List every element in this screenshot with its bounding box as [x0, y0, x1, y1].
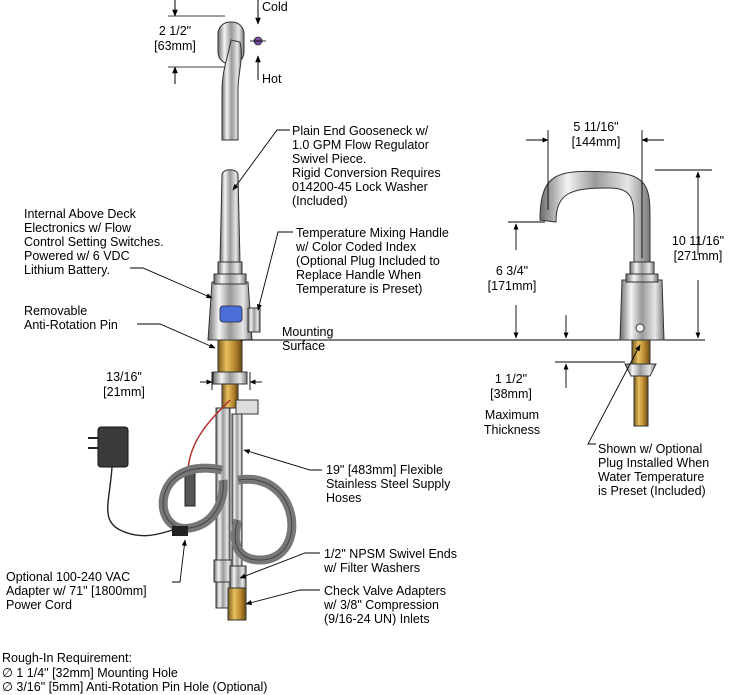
height-dimension: 10 11/16" [271mm] — [671, 234, 725, 263]
hot-label: Hot — [262, 72, 282, 86]
side-faucet — [539, 170, 665, 427]
check-valve-callout: Check Valve Adapters w/ 3/8" Compression… — [324, 584, 447, 626]
thickness-label: Maximum Thickness — [483, 408, 541, 437]
side-dimensions — [508, 130, 712, 445]
electronics-callout: Internal Above Deck Electronics w/ Flow … — [24, 207, 164, 277]
rough-in-pin-hole: ∅ 3/16" [5mm] Anti-Rotation Pin Hole (Op… — [2, 680, 268, 694]
swivel-ends-callout: 1/2" NPSM Swivel Ends w/ Filter Washers — [324, 547, 457, 575]
shank-dimension: 13/16" [21mm] — [103, 370, 145, 399]
mixing-handle-callout: Temperature Mixing Handle w/ Color Coded… — [296, 226, 449, 296]
rough-in-mounting-hole: ∅ 1 1/4" [32mm] Mounting Hole — [2, 666, 178, 680]
spout-height-dimension: 6 3/4" [171mm] — [487, 264, 537, 293]
mounting-surface-label: Mounting Surface — [282, 325, 334, 353]
anti-rotation-callout: Removable Anti-Rotation Pin — [24, 304, 118, 332]
gooseneck-callout: Plain End Gooseneck w/ 1.0 GPM Flow Regu… — [292, 124, 441, 208]
supply-hoses-callout: 19" [483mm] Flexible Stainless Steel Sup… — [326, 463, 451, 505]
power-cord-callout: Optional 100-240 VAC Adapter w/ 71" [180… — [6, 570, 147, 612]
front-faucet — [184, 169, 261, 621]
thickness-dimension: 1 1/2" [38mm] — [490, 372, 532, 401]
sensor-window — [219, 305, 243, 323]
rough-in-title: Rough-In Requirement: — [2, 651, 132, 665]
power-adapter — [88, 426, 188, 537]
reach-dimension: 5 11/16" [144mm] — [571, 120, 621, 149]
top-view — [168, 0, 266, 141]
optional-plug-callout: Shown w/ Optional Plug Installed When Wa… — [598, 442, 710, 498]
top-width-dimension: 2 1/2" [63mm] — [154, 24, 196, 53]
cold-label: Cold — [262, 0, 288, 14]
